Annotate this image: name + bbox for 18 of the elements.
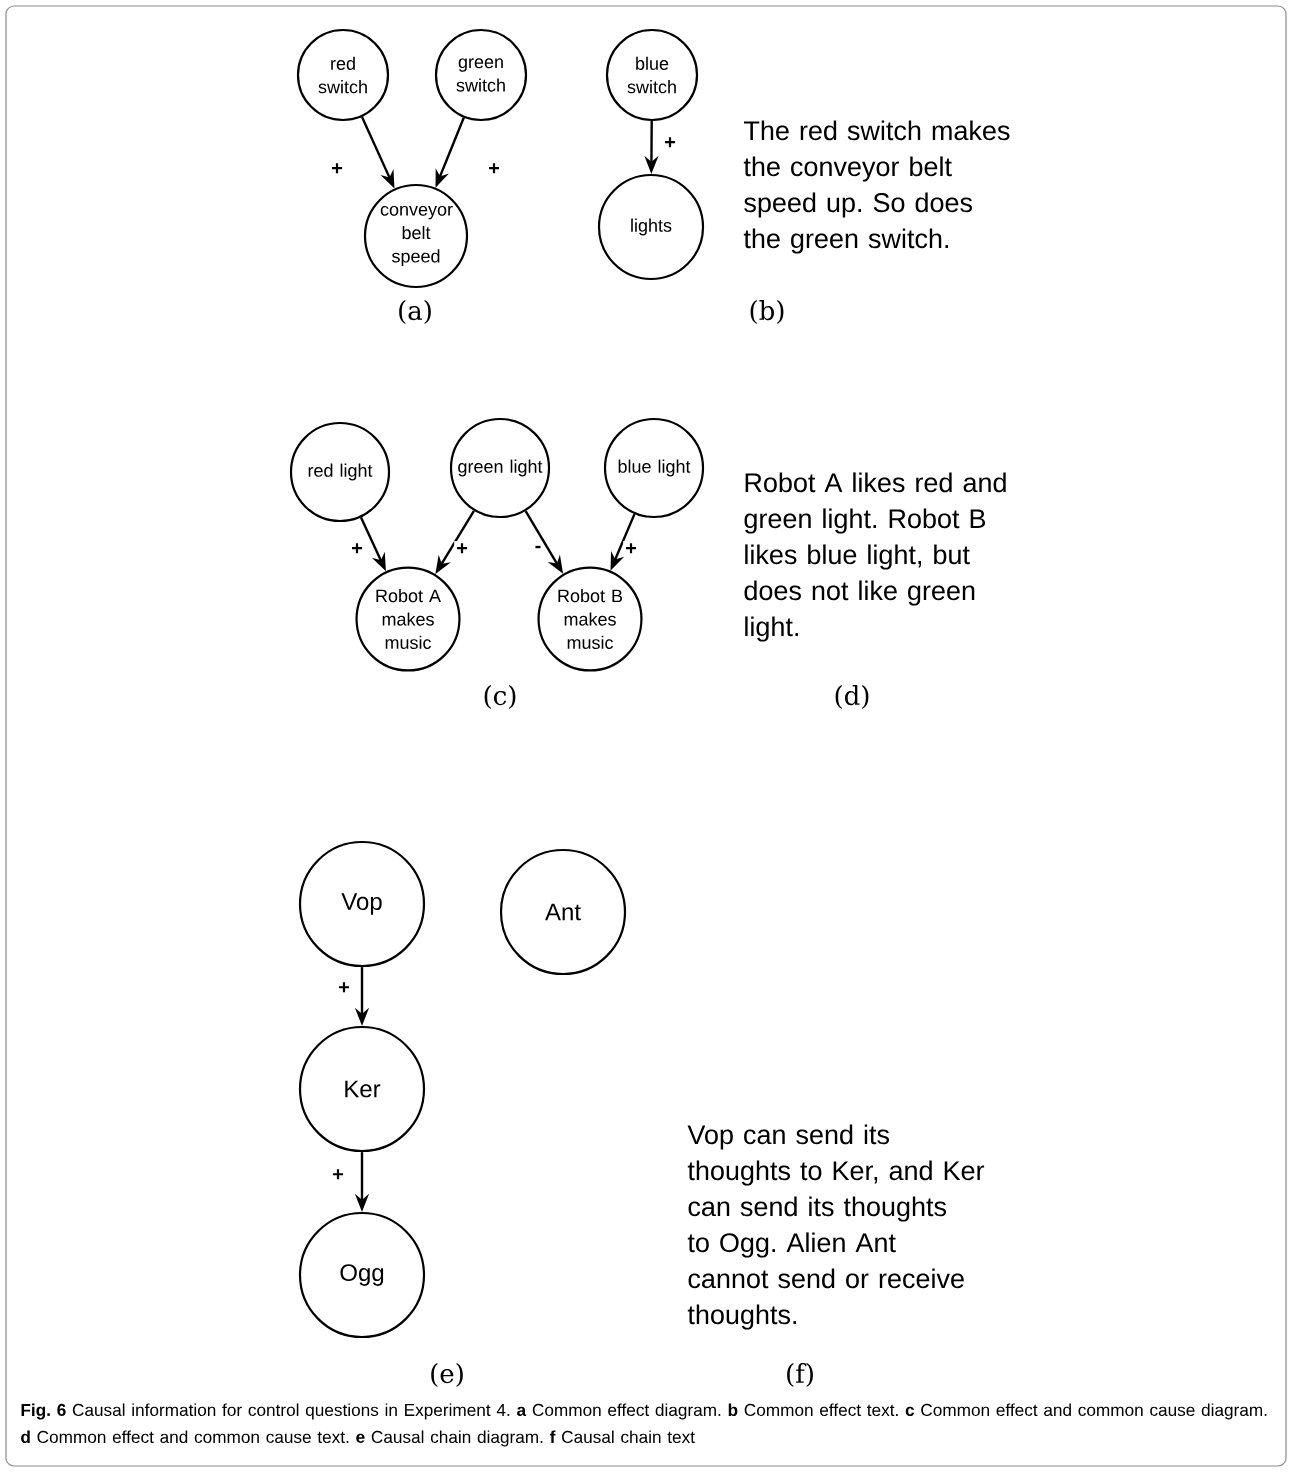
description-text: The red switch makes the conveyor belt speed up. So does the green switch. <box>743 120 1010 254</box>
panel-label: (d) <box>835 685 869 709</box>
panel-label: (b) <box>750 300 784 324</box>
edge-label: - <box>532 543 544 555</box>
edge-label: + <box>454 541 470 557</box>
panel-label: (f) <box>787 1363 813 1387</box>
edge-label: + <box>329 161 345 177</box>
panel-label: (e) <box>431 1363 463 1387</box>
edge-label: + <box>349 541 365 557</box>
description-text: Vop can send its thoughts to Ker, and Ker can send its thoughts to Ogg. Alien Ant cannot send or receive thoughts. <box>687 1124 985 1330</box>
edge-label: + <box>662 135 678 151</box>
caption: Fig. 6 Causal information for control questions in Experiment 4. a Common effect diagram. b Common effect text. c Common effect and common cause diagram. d Common effect and common cause text. e Causal chain diagram. f Causal chain text <box>21 1403 1267 1447</box>
description-text: Robot A likes red and green light. Robot B likes blue light, but does not like green light. <box>744 472 1006 642</box>
edge-label: + <box>486 161 502 177</box>
edge-label: + <box>623 541 639 557</box>
edge-label: + <box>330 1167 346 1183</box>
panel-label: (c) <box>484 685 516 709</box>
edge-label: + <box>336 980 352 996</box>
